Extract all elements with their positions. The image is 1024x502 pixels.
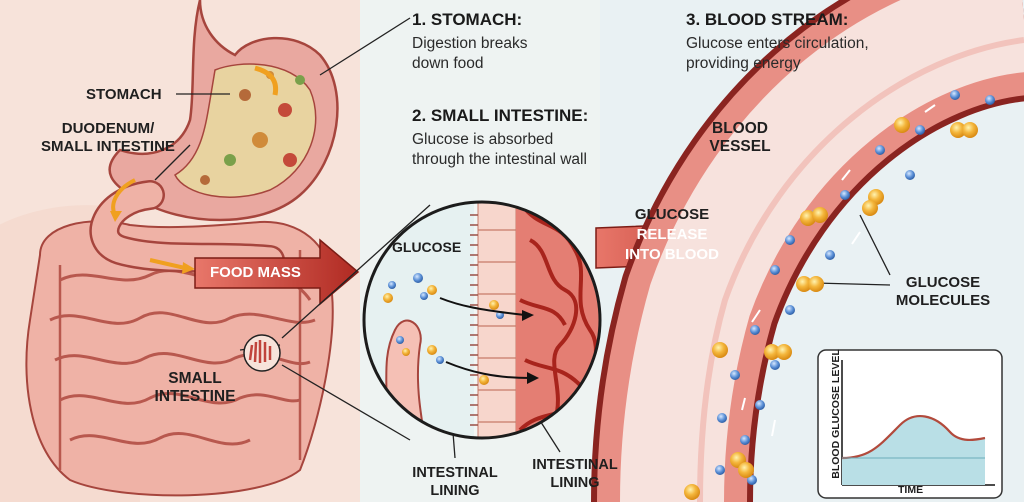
step1-line2: down food — [412, 55, 484, 72]
label-intestinal-lining-a-line2: LINING — [430, 483, 480, 499]
label-blood-vessel: BLOOD VESSEL — [700, 120, 780, 156]
chart-curve — [841, 415, 986, 460]
label-intestinal-lining-b: INTESTINAL LINING — [520, 456, 630, 492]
step2-line1: Glucose is absorbed — [412, 131, 554, 148]
label-intestinal-lining-a-line1: INTESTINAL — [412, 465, 498, 481]
glucose-molecule-icon — [383, 273, 504, 385]
label-duodenum-line2: SMALL INTESTINE — [41, 138, 175, 155]
step1-title: 1. STOMACH: — [412, 10, 523, 29]
label-stomach: STOMACH — [86, 86, 162, 103]
label-glucose-molecules-line1: GLUCOSE — [905, 274, 981, 291]
inset-chart-labels: BLOOD GLUCOSE LEVEL TIME — [818, 349, 1002, 498]
flow-arrow-icon — [741, 104, 936, 437]
label-intestinal-lining-b-line1: INTESTINAL — [532, 457, 618, 473]
small-intestine-organ — [25, 220, 334, 497]
label-intestinal-lining-b-line2: LINING — [550, 475, 600, 491]
label-small-intestine-line2: INTESTINE — [154, 388, 236, 405]
label-intestinal-lining-a: INTESTINAL LINING — [400, 464, 510, 500]
inset-chart-ylabel: BLOOD GLUCOSE LEVEL — [830, 349, 842, 479]
label-food-mass: FOOD MASS — [210, 264, 301, 281]
label-release-line1: GLUCOSE — [634, 206, 710, 223]
step3-body: Glucose enters circulation, providing en… — [686, 34, 869, 74]
label-glucose: GLUCOSE — [392, 239, 462, 255]
label-small-intestine-line1: SMALL — [168, 370, 222, 387]
inset-chart-xlabel: TIME — [898, 484, 924, 496]
blood-cell-icon — [715, 90, 995, 485]
inset-chart — [817, 349, 1003, 499]
glucose-molecule-icon — [684, 117, 978, 500]
label-small-intestine: SMALL INTESTINE — [145, 370, 245, 406]
label-duodenum: DUODENUM/ SMALL INTESTINE — [28, 120, 188, 156]
step2-line2: through the intestinal wall — [412, 151, 587, 168]
label-glucose-molecules-line2: MOLECULES — [895, 292, 991, 309]
step1-body: Digestion breaks down food — [412, 34, 527, 74]
label-release-line2: RELEASE — [636, 226, 708, 243]
food-mass-arrow — [194, 238, 360, 306]
label-duodenum-line1: DUODENUM/ — [61, 120, 155, 137]
label-glucose-molecules: GLUCOSE MOLECULES — [888, 274, 998, 310]
step2-body: Glucose is absorbed through the intestin… — [412, 130, 587, 170]
label-glucose-release: GLUCOSE RELEASE INTO BLOOD — [612, 205, 732, 265]
step1-line1: Digestion breaks — [412, 35, 528, 52]
step3-line2: providing energy — [686, 55, 801, 72]
label-release-line3: INTO BLOOD — [625, 246, 719, 263]
label-blood-vessel-line1: BLOOD — [712, 120, 768, 137]
step2-title: 2. SMALL INTESTINE: — [412, 106, 589, 125]
label-blood-vessel-line2: VESSEL — [709, 138, 771, 155]
chart-area — [842, 416, 985, 485]
step3-line1: Glucose enters circulation, — [686, 35, 869, 52]
blood-vessel — [591, 0, 1024, 502]
step3-title: 3. BLOOD STREAM: — [686, 10, 849, 29]
